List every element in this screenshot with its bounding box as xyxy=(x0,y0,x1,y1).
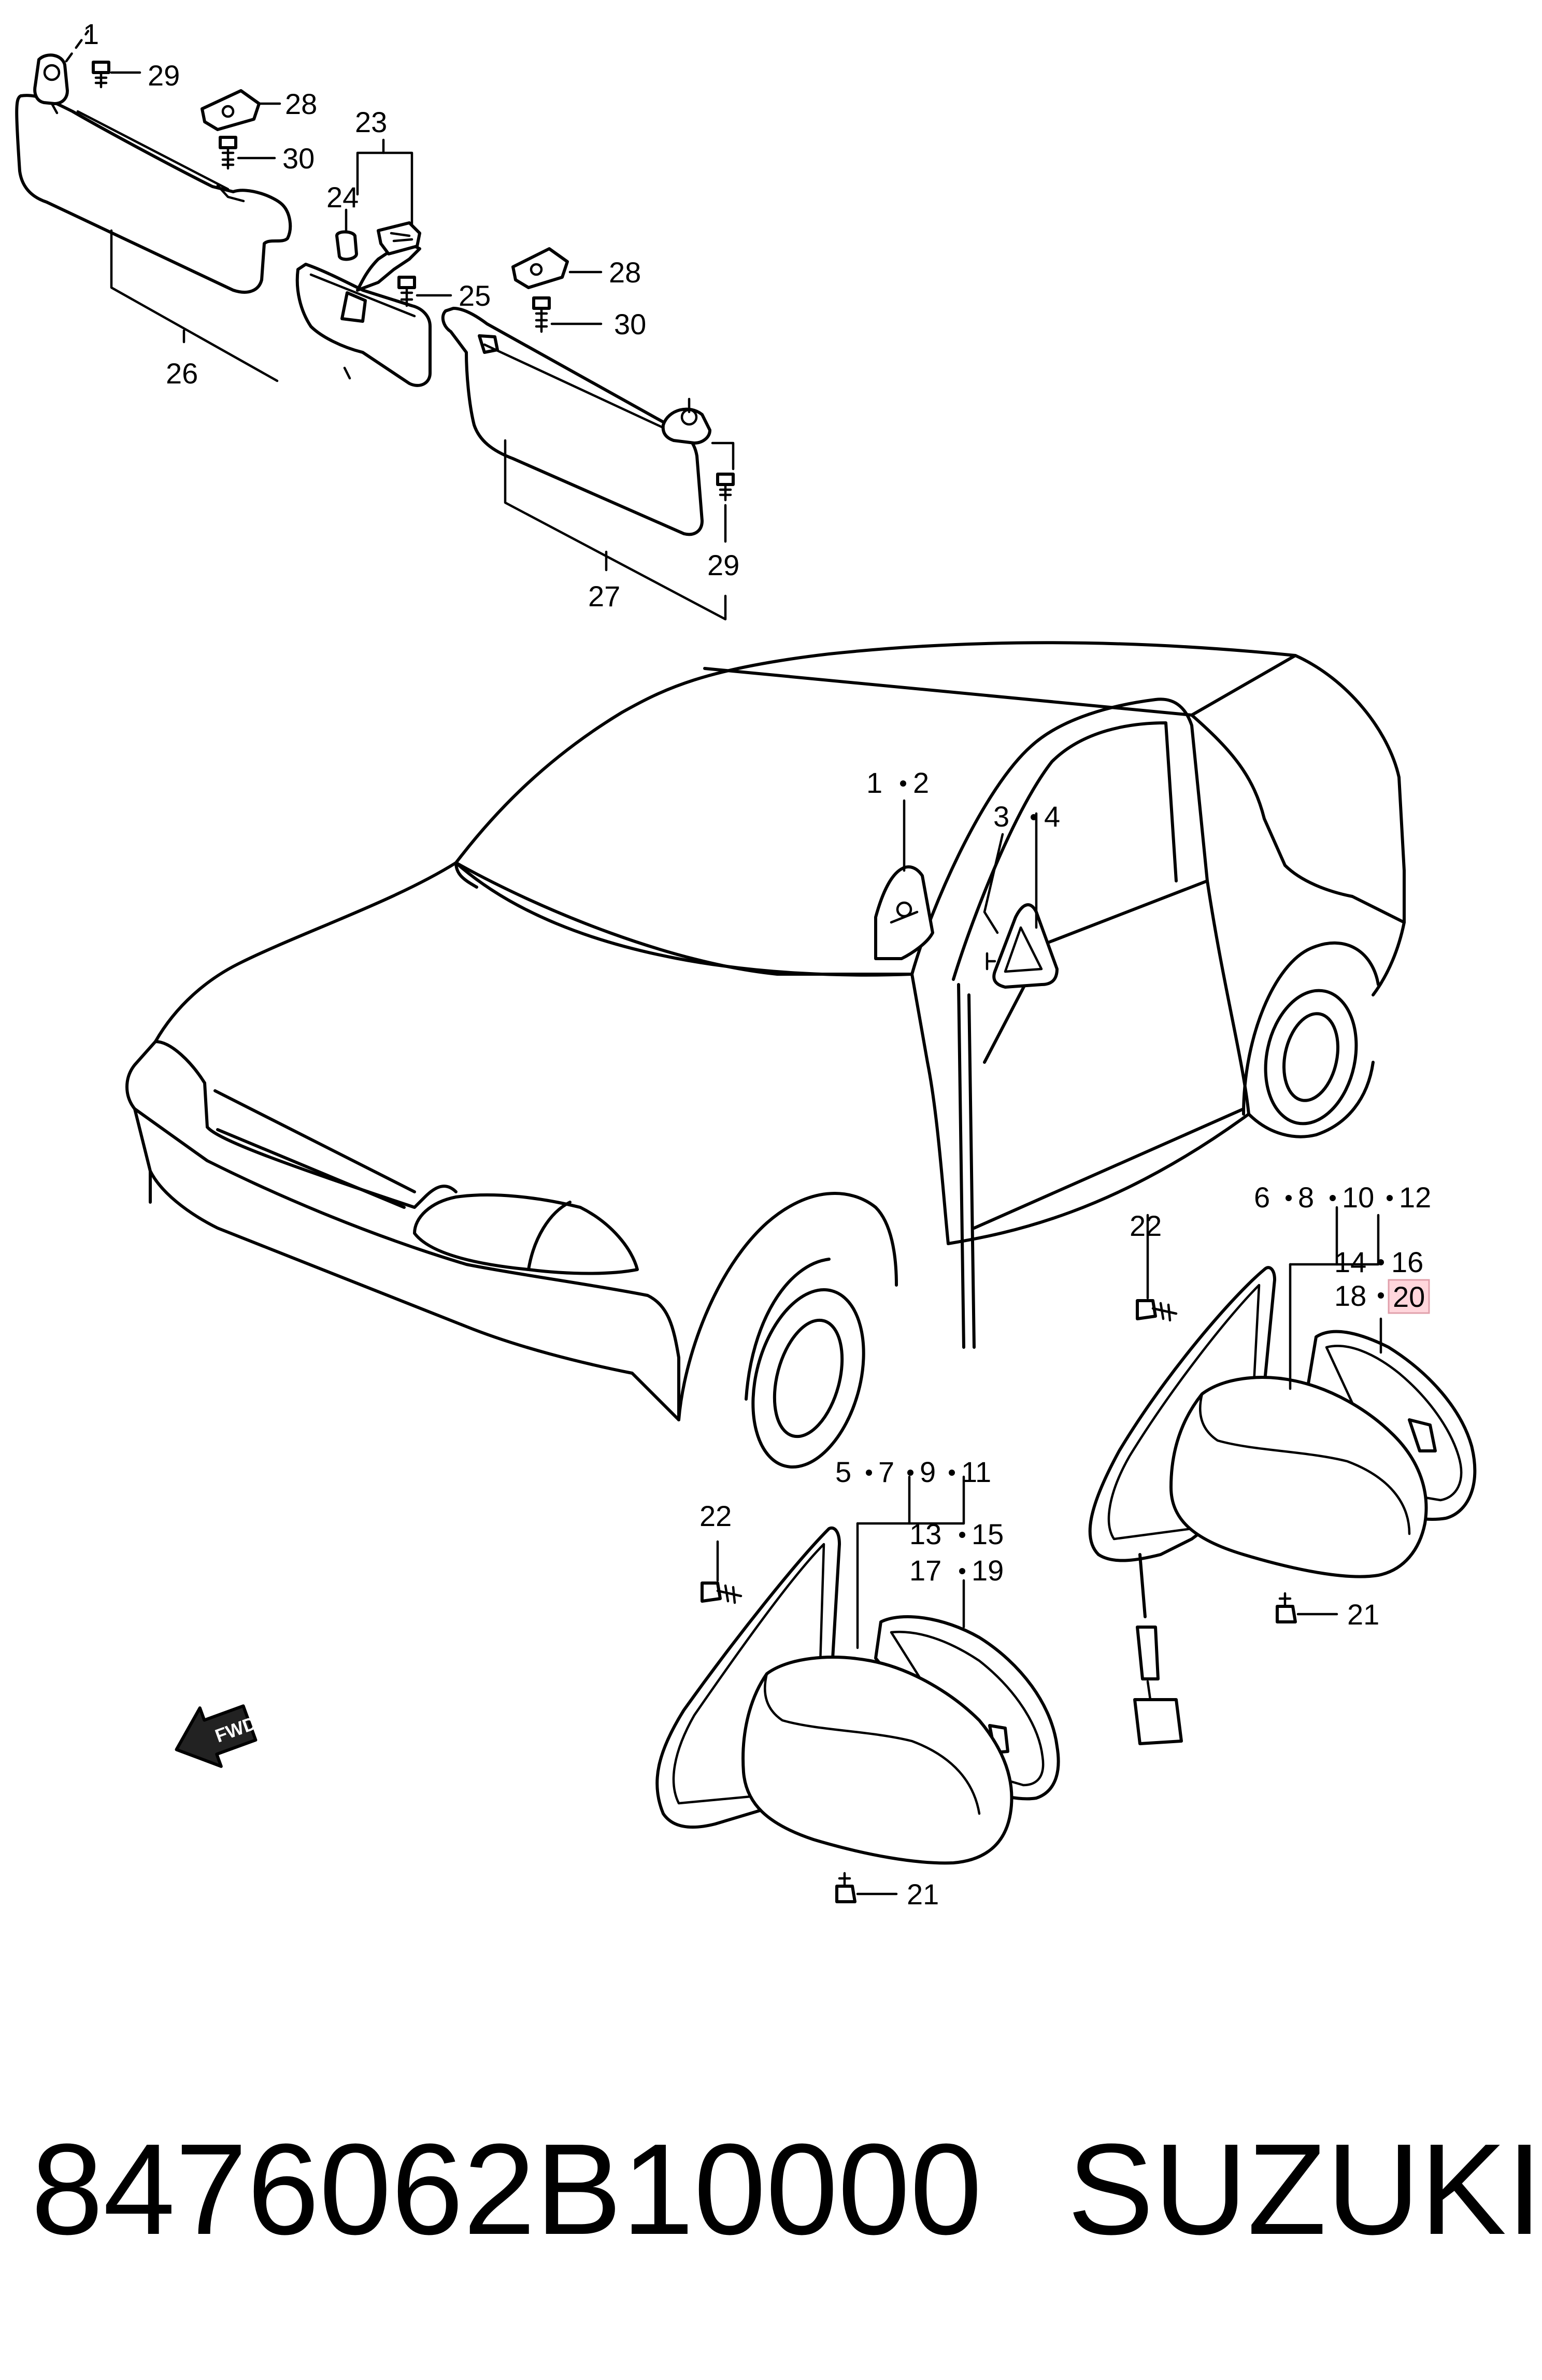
callout-6: 6 xyxy=(1254,1181,1270,1214)
screw-30-right xyxy=(532,296,603,333)
callout-20: 20 xyxy=(1393,1280,1425,1313)
callout-30-right: 30 xyxy=(614,308,646,340)
callout-22-left: 22 xyxy=(699,1500,732,1532)
callout-11: 11 xyxy=(961,1456,991,1488)
screw-29-right xyxy=(716,473,735,502)
callout-22-right: 22 xyxy=(1130,1209,1162,1242)
callout-8: 8 xyxy=(1298,1181,1314,1214)
screw-22-right xyxy=(1136,1299,1178,1322)
callout-12: 12 xyxy=(1399,1181,1431,1214)
callout-24: 24 xyxy=(326,181,359,213)
fwd-arrow: FWD xyxy=(175,1704,260,1768)
callout-25: 25 xyxy=(459,279,491,312)
part-number: 8476062B10000 xyxy=(31,2117,982,2261)
door-mirror-left xyxy=(655,1526,1060,1865)
callout-13: 13 xyxy=(909,1518,941,1550)
door-mirror-right xyxy=(1088,1266,1477,1745)
callout-14: 14 xyxy=(1334,1246,1366,1278)
callout-19: 19 xyxy=(972,1554,1004,1587)
callout-20-highlight xyxy=(1388,1279,1430,1314)
caption-area xyxy=(0,1985,1542,2380)
screw-21-left xyxy=(835,1872,898,1903)
bracket-28-right xyxy=(511,247,603,289)
rear-view-mirror xyxy=(295,221,432,387)
callout-29-top: 29 xyxy=(148,59,180,92)
callout-10: 10 xyxy=(1342,1181,1374,1214)
callout-3: 3 xyxy=(993,800,1009,833)
brand-name: SUZUKI xyxy=(1067,2117,1542,2261)
callout-21-right: 21 xyxy=(1347,1598,1379,1631)
part-3-4 xyxy=(986,903,1059,989)
callout-21-left: 21 xyxy=(907,1878,939,1911)
callout-30-top: 30 xyxy=(282,142,315,175)
callout-9: 9 xyxy=(920,1456,936,1488)
callout-1: 1 xyxy=(866,766,882,799)
callout-15: 15 xyxy=(972,1518,1004,1550)
callouts: 1 29 28 30 23 24 25 26 28 30 29 27 1 2 3… xyxy=(83,18,1431,1911)
screw-29-top xyxy=(92,61,141,89)
callout-28-right: 28 xyxy=(609,256,641,289)
callout-29-right: 29 xyxy=(707,549,739,581)
screw-21-right xyxy=(1276,1592,1338,1623)
callout-26: 26 xyxy=(166,357,198,390)
bracket-28-top xyxy=(201,89,281,131)
callout-4: 4 xyxy=(1044,800,1060,833)
sun-visor-right xyxy=(441,307,711,536)
callout-18: 18 xyxy=(1334,1279,1366,1312)
screw-30-top xyxy=(219,136,276,170)
part-1-2 xyxy=(874,865,934,960)
callout-16: 16 xyxy=(1391,1246,1423,1278)
screw-25 xyxy=(397,276,452,307)
callout-5: 5 xyxy=(835,1456,851,1488)
callout-2: 2 xyxy=(913,766,929,799)
callout-1-top: 1 xyxy=(83,18,99,50)
callout-17: 17 xyxy=(909,1554,941,1587)
screw-22-left xyxy=(701,1581,743,1604)
sun-visor-left xyxy=(15,30,292,294)
callout-7: 7 xyxy=(878,1456,894,1488)
parts-diagram: FWD 1 29 28 30 23 24 25 26 28 30 29 27 1… xyxy=(15,18,1477,1911)
car-body xyxy=(125,641,1406,1469)
callout-27: 27 xyxy=(588,580,620,612)
callout-28-top: 28 xyxy=(285,88,317,120)
callout-23: 23 xyxy=(355,106,387,138)
